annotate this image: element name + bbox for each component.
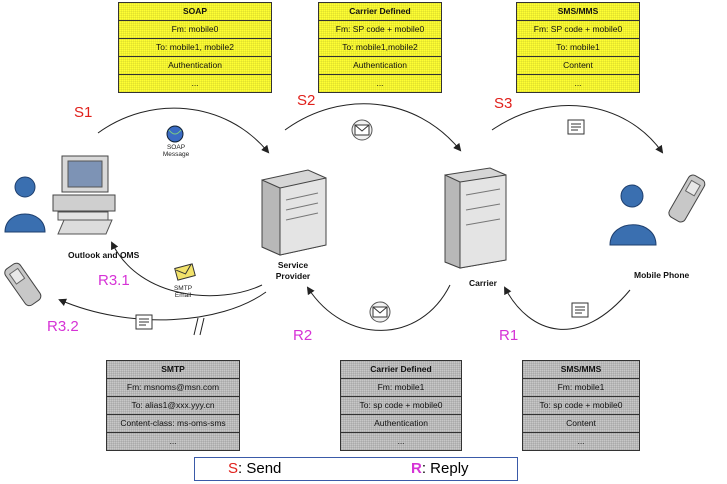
table-row: Content-class: ms-oms-sms [107,415,239,433]
step-label-s1: S1 [74,104,93,121]
legend: S: Send R: Reply [194,457,518,481]
caption-soap-message: SOAP Message [160,144,192,158]
break-mark [199,317,205,336]
table-row: Fm: msnoms@msn.com [107,379,239,397]
step-label-s3: S3 [494,95,513,112]
table-row: ... [574,78,582,88]
table-row: Content [523,415,639,433]
table-sms-send: SMS/MMS Fm: SP code + mobile0 To: mobile… [516,2,640,93]
table-row: Fm: mobile1 [523,379,639,397]
arrow-r31 [111,241,263,297]
node-label-mobile-phone: Mobile Phone [634,270,690,280]
node-label-service-provider: Service Provider [265,260,321,282]
caption-line: Message [162,151,190,158]
table-row: To: sp code + mobile0 [341,397,461,415]
table-row: ... [169,436,177,446]
table-header: SOAP [119,3,271,21]
step-label-r1: R1 [499,327,519,344]
table-smtp: SMTP Fm: msnoms@msn.com To: alias1@xxx.y… [106,360,240,451]
table-soap: SOAP Fm: mobile0 To: mobile1, mobile2 Au… [118,2,272,93]
table-header: Carrier Defined [319,3,441,21]
table-row: Fm: mobile0 [119,21,271,39]
legend-reply-text: : Reply [421,460,469,477]
node-label-carrier: Carrier [469,278,497,288]
table-row: To: mobile1,mobile2 [319,39,441,57]
table-header: SMTP [107,361,239,379]
caption-smtp-email: SMTP Email [168,285,198,299]
step-label-r2: R2 [293,327,313,344]
table-row: To: mobile1 [517,39,639,57]
table-row: Fm: SP code + mobile0 [319,21,441,39]
table-row: Authentication [341,415,461,433]
caption-line: SOAP [166,144,186,151]
legend-send-text: : Send [238,460,282,477]
table-carrier-reply: Carrier Defined Fm: mobile1 To: sp code … [340,360,462,451]
table-row: To: mobile1, mobile2 [119,39,271,57]
caption-line: Email [174,292,192,299]
arrow-r1 [504,286,631,330]
arrow-s2 [284,103,462,152]
step-label-r32: R3.2 [47,318,79,335]
table-row: ... [577,436,585,446]
table-row: Fm: SP code + mobile0 [517,21,639,39]
table-carrier-send: Carrier Defined Fm: SP code + mobile0 To… [318,2,442,93]
legend-send: S: Send [228,458,281,480]
arrow-r2 [306,284,451,331]
legend-reply-key: R [411,460,422,477]
node-label-outlook: Outlook and OMS [68,250,140,260]
table-header: SMS/MMS [523,361,639,379]
table-row: Fm: mobile1 [341,379,461,397]
table-row: Content [517,57,639,75]
arrow-s3 [491,104,664,154]
legend-send-key: S [228,460,239,477]
table-sms-reply: SMS/MMS Fm: mobile1 To: sp code + mobile… [522,360,640,451]
step-label-s2: S2 [297,92,316,109]
table-row: ... [397,436,405,446]
table-row: To: alias1@xxx.yyy.cn [107,397,239,415]
node-label-line: Provider [275,271,311,281]
table-row: To: sp code + mobile0 [523,397,639,415]
arrow-s1 [97,107,270,154]
node-label-line: Service [277,260,309,270]
table-header: Carrier Defined [341,361,461,379]
table-row: ... [191,78,199,88]
table-row: Authentication [119,57,271,75]
table-row: ... [376,78,384,88]
arrow-r32 [58,291,267,321]
table-header: SMS/MMS [517,3,639,21]
table-row: Authentication [319,57,441,75]
step-label-r31: R3.1 [98,272,130,289]
legend-reply: R: Reply [411,458,469,480]
caption-line: SMTP [173,285,193,292]
break-mark [193,317,199,336]
